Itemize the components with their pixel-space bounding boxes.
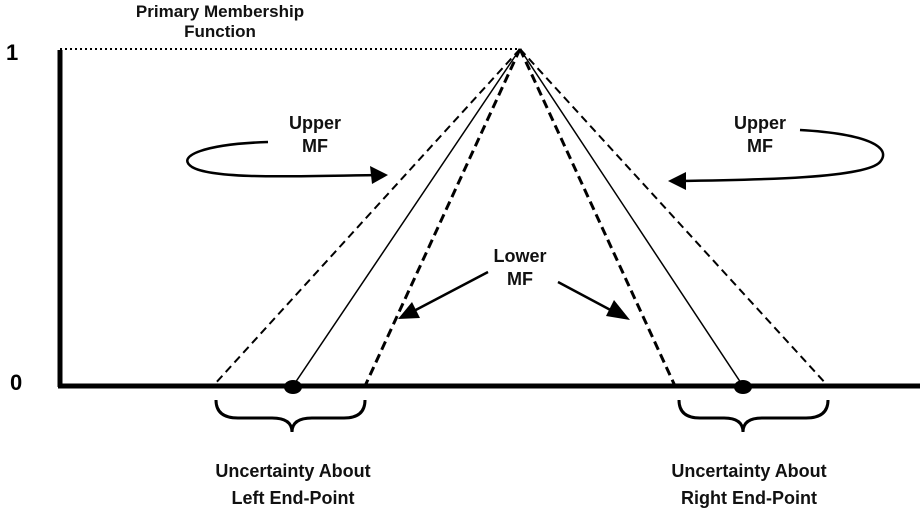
left-uncertainty-brace <box>214 399 367 433</box>
left-uncertainty-label: Uncertainty About Left End-Point <box>178 458 408 512</box>
lower-mf-label-line2: MF <box>507 268 533 289</box>
y-axis-label-0: 0 <box>10 370 23 395</box>
primary-mf-label-line2: Function <box>184 22 256 41</box>
primary-mf-right-edge <box>519 48 744 387</box>
lower-mf-left-arrowhead <box>398 302 420 319</box>
upper-mf-right-label-line2: MF <box>747 135 773 156</box>
right-uncertainty-label-line2: Right End-Point <box>681 488 817 508</box>
left-uncertainty-label-line2: Left End-Point <box>231 488 355 508</box>
upper-mf-left-label-line1: Upper <box>288 113 341 133</box>
right-uncertainty-label: Uncertainty About Right End-Point <box>634 458 864 512</box>
right-uncertainty-label-line1: Uncertainty About <box>671 461 827 481</box>
left-uncertainty-label-line1: Uncertainty About <box>215 461 371 481</box>
upper-mf-left-edge <box>212 48 521 387</box>
upper-mf-left-label-line2: MF <box>302 135 328 156</box>
right-endpoint-dot <box>734 380 752 394</box>
primary-mf-label-line1: Primary Membership <box>135 2 305 21</box>
primary-mf-left-edge <box>292 48 521 387</box>
lower-mf-right-arrow-shaft <box>557 280 619 316</box>
upper-mf-right-edge <box>519 48 829 387</box>
lower-mf-label-line1: Lower <box>493 246 547 266</box>
upper-mf-right-arrowhead <box>668 172 686 190</box>
lower-mf-right-arrowhead <box>606 300 630 320</box>
left-endpoint-dot <box>284 380 302 394</box>
upper-mf-right-label: Upper MF <box>715 112 805 157</box>
y-axis-label-1: 1 <box>6 40 19 65</box>
lower-mf-left-arrow-shaft <box>409 270 489 315</box>
upper-mf-right-label-line1: Upper <box>733 113 786 133</box>
primary-mf-label: Primary Membership Function <box>100 2 340 42</box>
lower-mf-label: Lower MF <box>475 245 565 290</box>
lower-mf-right-edge <box>518 48 677 387</box>
lower-mf-left-edge <box>363 48 522 387</box>
upper-mf-left-label: Upper MF <box>270 112 360 157</box>
upper-mf-left-curved-arrow <box>186 140 383 178</box>
right-uncertainty-brace <box>677 399 830 433</box>
upper-mf-right-curved-arrow <box>675 128 885 183</box>
upper-mf-left-arrowhead <box>370 166 388 184</box>
